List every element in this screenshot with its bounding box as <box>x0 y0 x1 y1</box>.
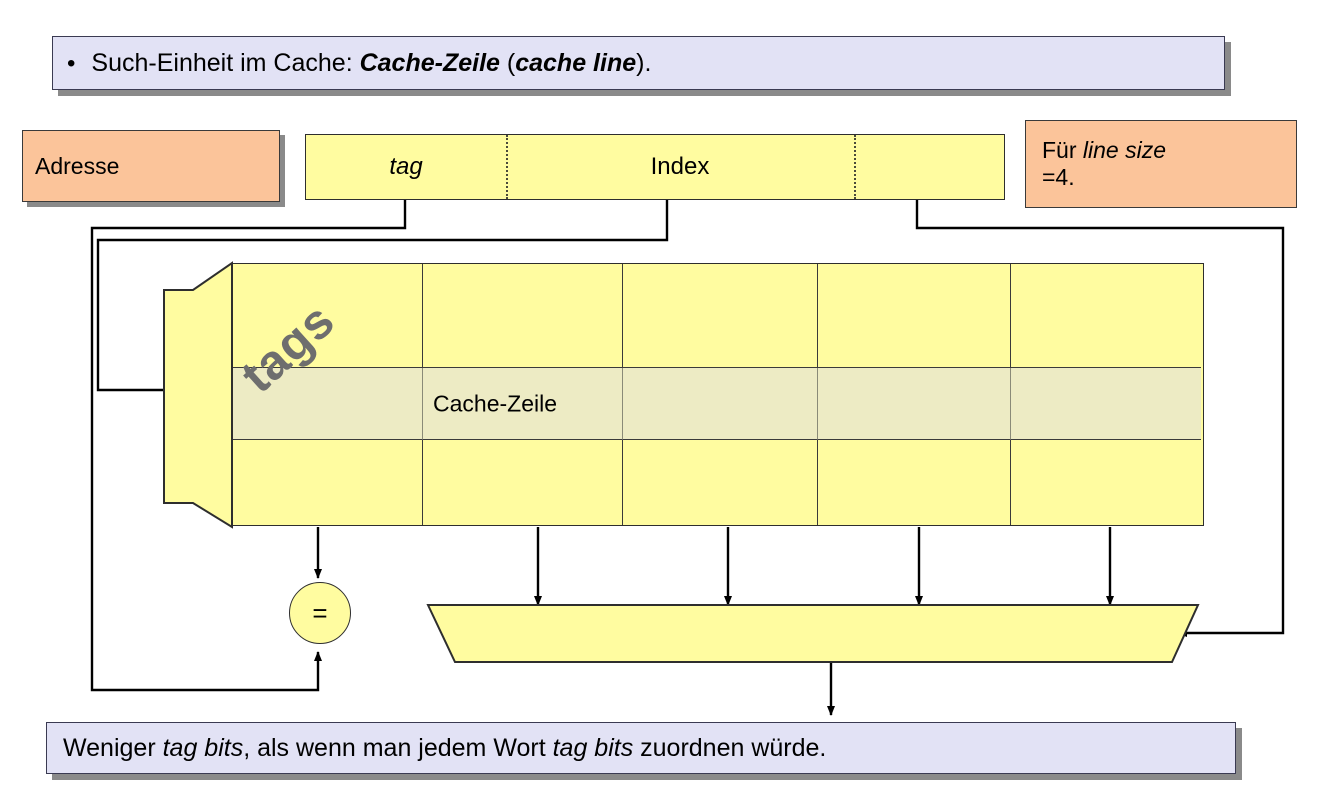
cache-cell-highlighted <box>233 368 423 440</box>
cache-grid: Cache-Zeile <box>232 263 1204 526</box>
address-segment-tag: tag <box>306 135 506 199</box>
bottom-banner-text: Weniger tag bits, als wenn man jedem Wor… <box>63 733 827 762</box>
bottom-banner-part3: zuordnen würde. <box>633 733 827 762</box>
cache-cell <box>818 264 1011 368</box>
cache-line-label: Cache-Zeile <box>433 390 557 416</box>
multiplexer-shape <box>426 604 1200 663</box>
cache-cell <box>818 440 1011 525</box>
cache-cell <box>623 264 818 368</box>
cache-cell-highlighted <box>818 368 1011 440</box>
top-banner-suffix: ). <box>636 48 652 77</box>
note-line-1: Für line size <box>1042 137 1166 164</box>
top-banner-mid: ( <box>499 48 516 77</box>
address-segment-index: Index <box>506 135 854 199</box>
cache-cell <box>423 264 623 368</box>
top-banner-prefix: Such-Einheit im Cache: <box>91 48 360 77</box>
bottom-banner-italic2: tag bits <box>552 733 634 762</box>
note-italic-term: line size <box>1082 136 1166 163</box>
address-segment-index-label: Index <box>650 153 710 180</box>
cache-cell <box>233 264 423 368</box>
bottom-banner-part1: Weniger <box>63 733 163 762</box>
cache-cell <box>1011 264 1201 368</box>
cache-cell-highlighted <box>623 368 818 440</box>
address-field: tag Index <box>305 134 1005 200</box>
cache-cell-highlighted <box>1011 368 1201 440</box>
top-banner-text: • Such-Einheit im Cache: Cache-Zeile (cac… <box>67 48 652 77</box>
address-label-text: Adresse <box>35 152 120 179</box>
top-banner-bold-term: Cache-Zeile <box>359 48 500 77</box>
address-label-box: Adresse <box>22 130 280 202</box>
address-segment-offset <box>854 135 1006 199</box>
cache-cell-highlighted: Cache-Zeile <box>423 368 623 440</box>
bottom-banner: Weniger tag bits, als wenn man jedem Wor… <box>46 722 1236 774</box>
bottom-banner-italic1: tag bits <box>162 733 244 762</box>
top-banner-italic-term: cache line <box>515 48 637 77</box>
top-banner: • Such-Einheit im Cache: Cache-Zeile (cac… <box>52 36 1225 90</box>
cache-cell <box>423 440 623 525</box>
address-segment-tag-label: tag <box>389 153 423 180</box>
cache-cell <box>233 440 423 525</box>
line-size-note-box: Für line size =4. <box>1025 120 1297 208</box>
index-decoder-shape <box>163 261 233 529</box>
cache-cell <box>1011 440 1201 525</box>
comparator-symbol: = <box>312 598 328 628</box>
comparator: = <box>289 582 351 644</box>
bullet-icon: • <box>67 49 76 77</box>
cache-cell <box>623 440 818 525</box>
bottom-banner-part2: , als wenn man jedem Wort <box>243 733 553 762</box>
address-divider-2 <box>854 135 856 199</box>
note-line-2: =4. <box>1042 164 1075 190</box>
note-prefix: Für <box>1042 136 1083 163</box>
address-divider-1 <box>506 135 508 199</box>
